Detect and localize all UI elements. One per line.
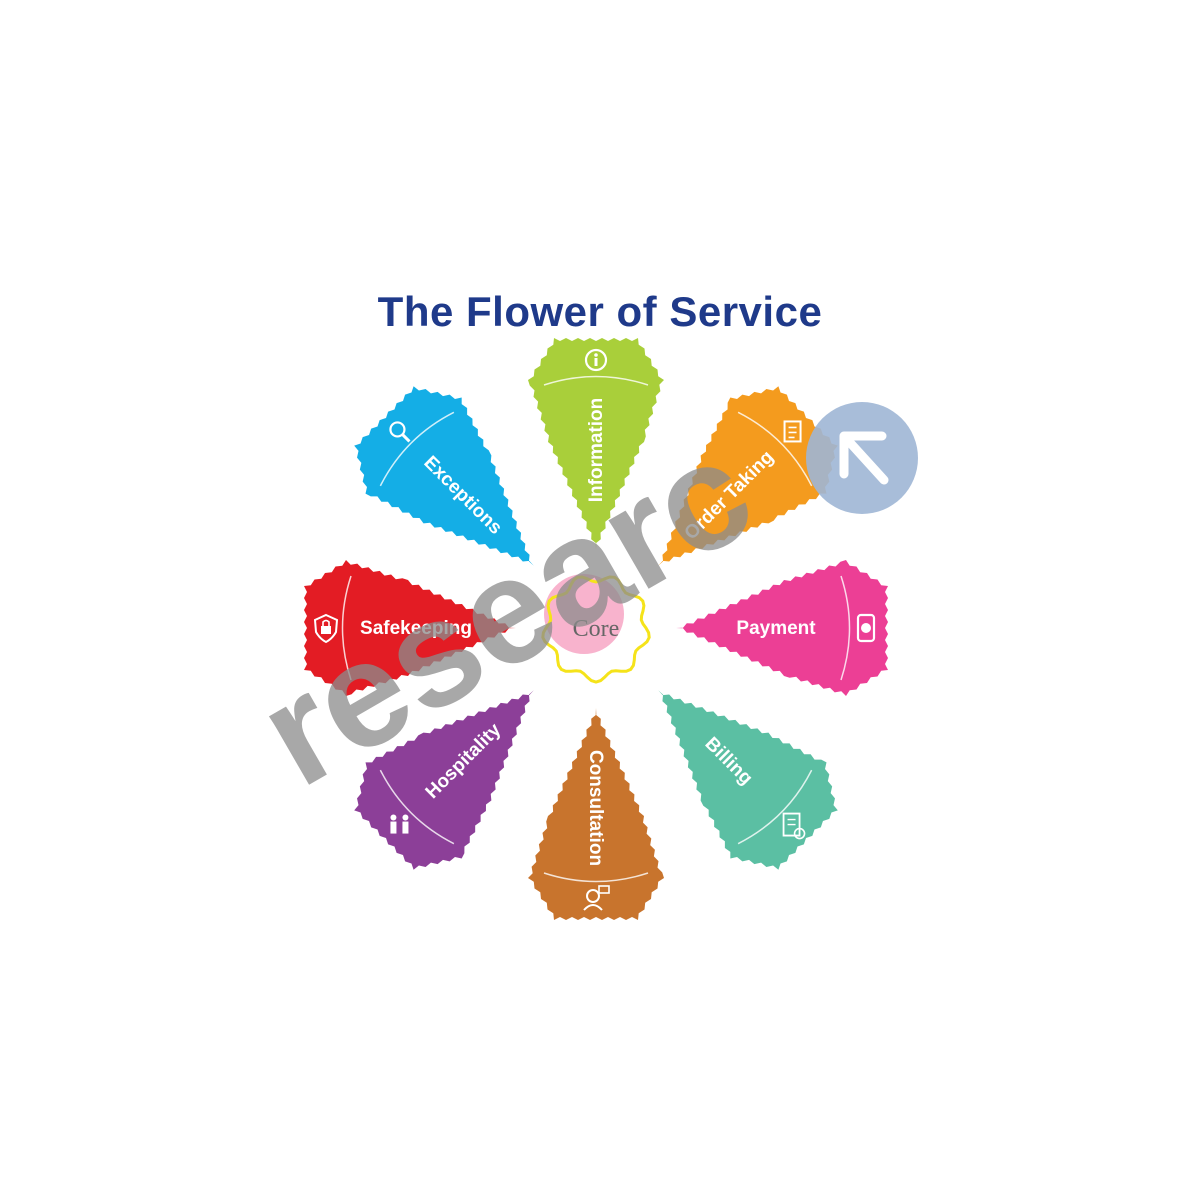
petal-exceptions: Exceptions [354, 386, 534, 566]
mobile-payment-icon [856, 613, 876, 643]
petal-arc [737, 411, 813, 487]
petal-shape [304, 560, 516, 696]
page-title: The Flower of Service [377, 288, 823, 335]
petal-label: Payment [736, 618, 816, 639]
petal-arc [379, 769, 455, 845]
lock-shield-icon [313, 613, 339, 644]
petal-information: Information [528, 338, 664, 550]
info-icon [584, 348, 608, 372]
watermark-logo-icon [806, 402, 918, 514]
order-form-icon [783, 420, 802, 443]
petal-label: Safekeeping [360, 618, 472, 639]
people-icon [390, 814, 409, 834]
petal-hospitality: Hospitality [354, 690, 534, 870]
petal-arc [840, 575, 851, 681]
petal-safekeeping: Safekeeping [304, 560, 516, 696]
petal-shape [676, 560, 888, 696]
petal-arc [737, 769, 813, 845]
core-label: Core [573, 616, 620, 642]
petal-arc [543, 872, 649, 883]
petal-label: Consultation [585, 750, 606, 866]
petal-arc [341, 575, 352, 681]
petal-label: Information [586, 398, 607, 503]
petal-shape [528, 708, 664, 920]
core-ring [541, 575, 651, 684]
petal-arc [379, 411, 455, 487]
petal-billing: Billing [658, 690, 838, 870]
petal-shape [658, 386, 838, 566]
petal-arc [543, 375, 649, 386]
magnifier-icon [389, 421, 411, 443]
petal-shape [354, 386, 534, 566]
consultation-icon [583, 885, 610, 911]
petal-payment: Payment [676, 560, 888, 696]
petal-shape [528, 338, 664, 550]
invoice-icon [782, 812, 806, 840]
petal-shape [354, 690, 534, 870]
petal-consultation: Consultation [528, 708, 664, 920]
